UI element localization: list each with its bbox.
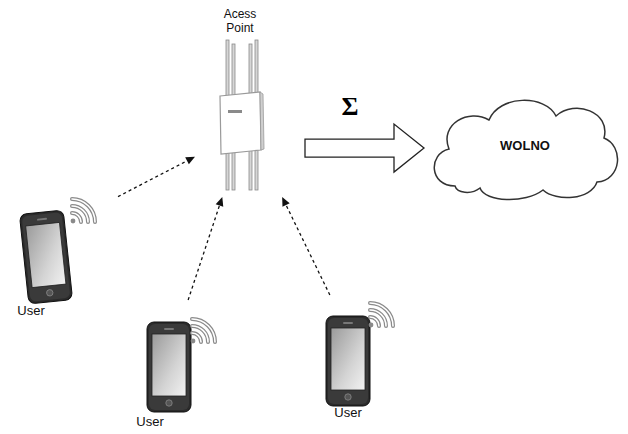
cloud-node: WOLNO [425,88,625,204]
aggregate-arrow [305,124,424,172]
sum-symbol: Σ [340,94,361,120]
wifi-symbol [71,199,95,223]
user-label: User [17,304,44,319]
wireless-link [118,157,195,197]
phone-icon [19,210,72,304]
wifi-symbol [191,319,215,343]
wireless-link [188,197,223,300]
user-device: User [8,190,118,322]
user-label: User [334,406,361,421]
cloud-label: WOLNO [500,139,550,154]
phone-icon [147,322,191,412]
user-label: User [136,415,163,430]
wireless-link [282,197,330,295]
access-point: Acess Point [195,5,300,197]
user-device: User [320,295,402,425]
access-point-device [220,40,264,190]
user-device: User [128,300,225,433]
phone-icon [326,316,370,406]
device-label: Acess Point [212,8,268,36]
wifi-symbol [369,303,393,327]
